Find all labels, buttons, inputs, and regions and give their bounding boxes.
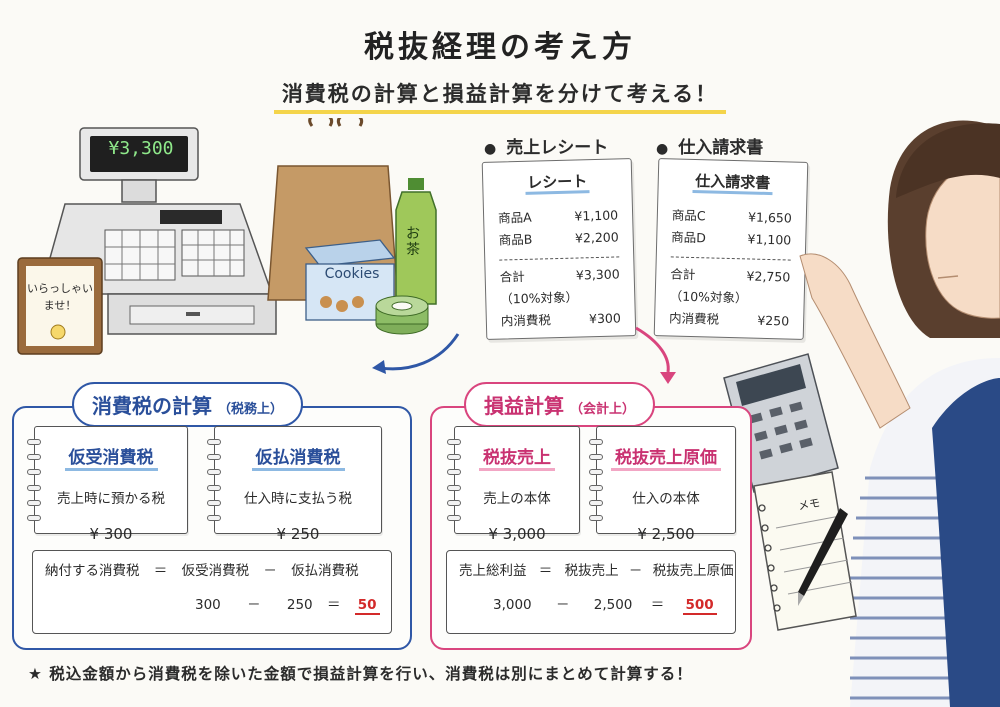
tax-panel-title: 消費税の計算 （税務上）	[72, 382, 304, 427]
cookies-box-label: Cookies	[324, 266, 380, 282]
welcome-sign: いらっしゃい ませ！	[26, 280, 94, 314]
arrow-head-icon	[372, 360, 386, 374]
item-name: 商品A	[497, 209, 532, 226]
card-description: 売上の本体	[483, 491, 551, 507]
formula-words: 売上総利益 ＝ 税抜売上 － 税抜売上原価	[459, 559, 734, 579]
formula-minus: －	[628, 563, 643, 579]
item-price: ¥1,100	[574, 207, 619, 224]
formula-number-b: 250	[286, 597, 313, 613]
formula-term-a: 仮受消費税	[181, 563, 250, 579]
arrow-to-pl-panel	[635, 326, 670, 373]
woman-icon	[799, 120, 1000, 707]
formula-result: 500	[682, 597, 717, 615]
total-label: 合計	[670, 266, 696, 283]
card-description: 売上時に預かる税	[57, 491, 165, 507]
formula-equals: ＝	[538, 563, 553, 579]
spiral-rings	[589, 439, 603, 521]
receipt-line-item: 商品A ¥1,100	[498, 204, 619, 229]
receipt-line-item: 商品B ¥2,200	[498, 226, 619, 251]
total-value: ¥3,300	[575, 266, 620, 283]
formula-term-a: 税抜売上	[564, 563, 619, 579]
formula-equals: ＝	[153, 563, 168, 579]
formula-number-a: 300	[195, 597, 221, 613]
receipt-total-row: 合計 ¥3,300	[499, 263, 620, 288]
tape-roll-icon	[375, 295, 429, 335]
spiral-rings	[447, 439, 461, 521]
pen-icon	[798, 508, 848, 606]
formula-words: 納付する消費税 ＝ 仮受消費税 － 仮払消費税	[45, 559, 379, 579]
page-subtitle: 消費税の計算と損益計算を分けて考える！	[273, 78, 727, 114]
tax-formula: 納付する消費税 ＝ 仮受消費税 － 仮払消費税 300 － 250 ＝ 50	[32, 550, 392, 634]
formula-numbers: 300 － 250 ＝ 50	[45, 593, 380, 615]
card-description: 仕入時に支払う税	[244, 491, 352, 507]
card-description: 仕入の本体	[632, 491, 700, 507]
total-label: 合計	[499, 268, 525, 285]
welcome-sign-line1: いらっしゃい	[27, 282, 93, 295]
formula-equals: ＝	[326, 597, 341, 613]
pl-formula: 売上総利益 ＝ 税抜売上 － 税抜売上原価 3,000 － 2,500 ＝ 50…	[446, 550, 736, 634]
formula-minus: －	[247, 597, 261, 613]
welcome-sign-icon	[17, 257, 103, 355]
footer-note: ★ 税込金額から消費税を除いた金額で損益計算を行い、消費税は別にまとめて計算する…	[28, 665, 693, 683]
person-illustration	[723, 120, 1000, 707]
arrow-to-tax-panel	[379, 333, 460, 371]
subtitle-wrap: 消費税の計算と損益計算を分けて考える！	[0, 78, 1000, 114]
pl-panel-tag: （会計上）	[570, 402, 636, 417]
register-display-value: ¥3,300	[108, 138, 174, 159]
pl-panel-title-text: 損益計算	[484, 394, 564, 418]
sales-receipt-heading: 売上レシート	[484, 133, 608, 158]
formula-minus: －	[555, 597, 570, 613]
formula-result: 50	[354, 597, 380, 615]
spiral-rings	[207, 439, 221, 521]
card-title: 仮受消費税	[64, 443, 158, 471]
formula-lhs: 納付する消費税	[45, 563, 140, 579]
tax-scope-note: （10%対象）	[500, 289, 579, 307]
dashed-divider	[499, 256, 620, 261]
card-temporary-received-tax: 仮受消費税 売上時に預かる税 ¥ 300	[27, 426, 188, 543]
purchase-invoice-heading: 仕入請求書	[656, 133, 763, 158]
tax-panel-title-text: 消費税の計算	[92, 394, 212, 418]
formula-number-b: 2,500	[593, 597, 633, 613]
card-value: ¥ 250	[276, 525, 320, 543]
calculator-icon	[723, 353, 839, 493]
welcome-sign-line2: ませ！	[43, 299, 77, 312]
card-temporary-paid-tax: 仮払消費税 仕入時に支払う税 ¥ 250	[207, 426, 382, 543]
tea-bottle-icon	[395, 178, 437, 305]
formula-lhs: 売上総利益	[459, 563, 527, 579]
card-title: 税抜売上原価	[611, 443, 721, 471]
tax-panel-tag: （税務上）	[218, 402, 284, 417]
card-title: 税抜売上	[479, 443, 555, 471]
formula-equals: ＝	[650, 597, 665, 613]
card-value: ¥ 300	[89, 525, 133, 543]
card-value: ¥ 2,500	[637, 525, 695, 543]
formula-number-a: 3,000	[493, 597, 532, 613]
pl-panel-title: 損益計算 （会計上）	[464, 382, 656, 427]
card-net-sales: 税抜売上 売上の本体 ¥ 3,000	[447, 426, 580, 543]
arrow-head-icon	[660, 372, 676, 384]
formula-minus: －	[263, 563, 277, 579]
item-price: ¥2,200	[574, 229, 619, 246]
formula-term-b: 仮払消費税	[291, 563, 359, 579]
tea-bottle-label: お茶	[406, 226, 420, 258]
shop-illustration	[17, 118, 437, 355]
page-title: 税抜経理の考え方	[364, 30, 636, 65]
sales-receipt-title: レシート	[525, 172, 590, 195]
formula-term-b: 税抜売上原価	[652, 563, 734, 579]
arrows	[372, 326, 676, 384]
card-net-cost: 税抜売上原価 仕入の本体 ¥ 2,500	[589, 426, 736, 543]
card-value: ¥ 3,000	[488, 525, 546, 543]
item-name: 商品B	[498, 231, 533, 248]
spiral-rings	[27, 439, 41, 521]
formula-numbers: 3,000 － 2,500 ＝ 500	[459, 593, 723, 615]
card-title: 仮払消費税	[251, 443, 345, 471]
sales-receipt: レシート 商品A ¥1,100 商品B ¥2,200 合計 ¥3,300 （10%対象…	[481, 158, 637, 340]
